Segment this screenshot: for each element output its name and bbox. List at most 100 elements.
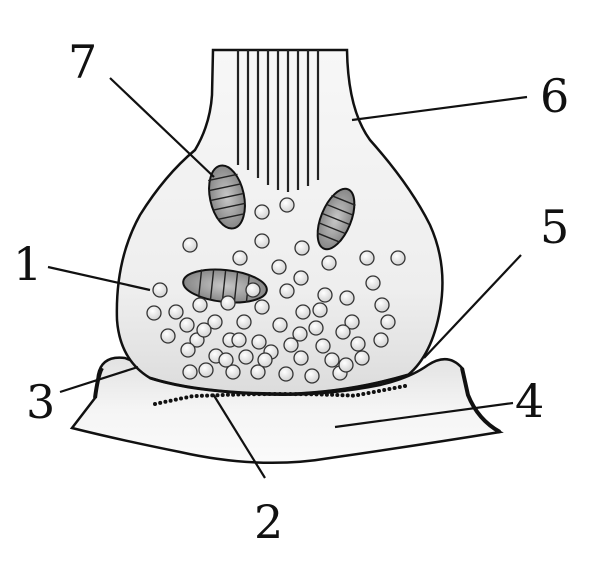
vesicle [272, 317, 288, 333]
synaptic-cleft-receptors [153, 384, 407, 406]
cleft-dot [371, 390, 376, 394]
vesicle [160, 328, 176, 344]
cleft-dot [267, 392, 272, 396]
cleft-dot [392, 386, 397, 390]
cleft-dot [241, 392, 246, 397]
vesicle [354, 350, 370, 366]
cleft-dot [246, 392, 251, 397]
cleft-dot [278, 392, 282, 396]
vesicle [344, 314, 360, 330]
cleft-dot [377, 389, 381, 393]
vesicle [294, 240, 310, 256]
leader-1 [47, 265, 151, 292]
microtubules [236, 50, 320, 192]
vesicle [192, 297, 208, 313]
cleft-dot [252, 392, 256, 397]
vesicle [279, 197, 295, 213]
leader-3 [59, 365, 139, 394]
cleft-dot [231, 392, 236, 397]
label-5: 5 [540, 200, 569, 254]
mitochondrion-top-right [316, 187, 356, 251]
vesicle [283, 337, 299, 353]
cleft-dot [293, 392, 298, 397]
vesicle [254, 204, 270, 220]
vesicle [231, 332, 247, 348]
vesicle [257, 352, 273, 368]
label-6: 6 [540, 69, 569, 123]
vesicle [293, 350, 309, 366]
cleft-dot [330, 392, 335, 397]
vesicle [292, 326, 308, 342]
vesicle [324, 352, 340, 368]
label-3: 3 [26, 375, 55, 429]
cleft-dot [382, 388, 387, 392]
vesicle [304, 368, 320, 384]
cleft-dot [184, 395, 189, 400]
label-1: 1 [13, 237, 42, 291]
cleft-dot [179, 396, 183, 401]
vesicle [317, 287, 333, 303]
cleft-dot [205, 393, 210, 398]
cleft-dot [324, 392, 329, 397]
vesicle [338, 357, 354, 373]
vesicle [254, 299, 270, 315]
vesicle [380, 314, 396, 330]
vesicle [236, 314, 252, 330]
cleft-dot [387, 387, 392, 391]
vesicle [220, 295, 236, 311]
vesicle [179, 317, 195, 333]
label-7: 7 [68, 35, 97, 89]
leader-5 [423, 254, 522, 359]
cleft-dot [153, 402, 157, 406]
vesicle [279, 283, 295, 299]
vesicle [182, 364, 198, 380]
vesicle [152, 282, 168, 298]
cleft-dot [288, 392, 293, 396]
cleft-dot [361, 392, 366, 396]
vesicle [373, 332, 389, 348]
vesicle [312, 302, 328, 318]
cleft-dot [220, 393, 225, 397]
vesicle [225, 364, 241, 380]
vesicle [278, 366, 294, 382]
cleft-dot [350, 393, 355, 398]
label-2: 2 [254, 495, 283, 549]
vesicle [182, 237, 198, 253]
cleft-dot [283, 392, 288, 396]
mitochondrion-top-left [208, 164, 246, 230]
vesicle [198, 362, 214, 378]
cleft-dot [366, 391, 371, 395]
vesicle [350, 336, 366, 352]
vesicle [168, 304, 184, 320]
cleft-dot [199, 393, 204, 398]
vesicle [146, 305, 162, 321]
vesicle [293, 270, 309, 286]
cleft-dot [189, 394, 194, 399]
vesicle [339, 290, 355, 306]
vesicle [180, 342, 196, 358]
leader-7 [109, 77, 215, 178]
vesicle [390, 250, 406, 266]
leader-2 [212, 393, 266, 479]
postsynaptic-membrane-edge-right [460, 367, 501, 434]
cleft-dot [262, 392, 267, 397]
cleft-dot [173, 397, 178, 402]
vesicle [207, 314, 223, 330]
vesicle [250, 364, 266, 380]
cleft-dot [215, 393, 220, 398]
leader-6 [351, 95, 528, 122]
vesicle [254, 233, 270, 249]
cleft-dot [345, 393, 350, 398]
vesicle [232, 250, 248, 266]
cleft-dot [257, 392, 262, 397]
leader-4 [334, 401, 514, 429]
cleft-dot [319, 392, 324, 397]
cleft-dot [168, 398, 173, 403]
vesicle [245, 282, 261, 298]
vesicle [308, 320, 324, 336]
vesicle [315, 338, 331, 354]
cleft-dot [403, 384, 407, 388]
cleft-dot [335, 393, 340, 397]
